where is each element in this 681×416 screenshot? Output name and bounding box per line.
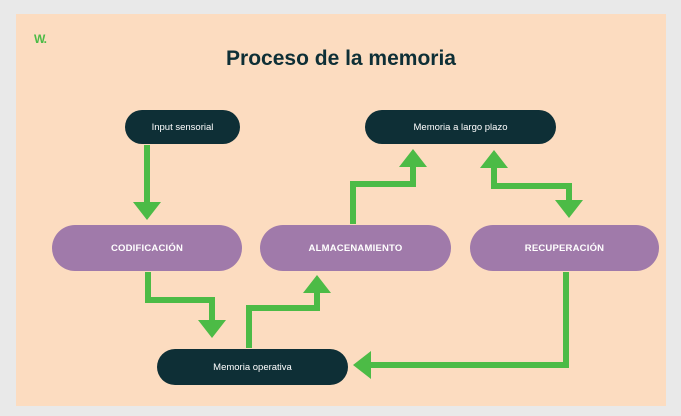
arrows-layer	[133, 145, 583, 379]
arrow-recuperacion-to-operativa	[368, 272, 569, 368]
arrow-operativa-to-almacenamiento	[246, 290, 320, 348]
node-input-sensorial: Input sensorial	[125, 110, 240, 144]
arrowhead-down-recuperacion	[555, 200, 583, 218]
node-recuperacion: RECUPERACIÓN	[470, 225, 659, 271]
node-memoria-operativa: Memoria operativa	[157, 349, 348, 385]
brand-logo: W.	[34, 32, 47, 46]
arrow-codificacion-to-operativa	[145, 272, 215, 322]
node-memoria-largo-plazo: Memoria a largo plazo	[365, 110, 556, 144]
diagram-title: Proceso de la memoria	[226, 47, 456, 70]
node-codificacion-label: CODIFICACIÓN	[110, 242, 184, 254]
node-memoria-largo-plazo-label: Memoria a largo plazo	[413, 121, 508, 133]
node-codificacion: CODIFICACIÓN	[52, 225, 242, 271]
node-almacenamiento: ALMACENAMIENTO	[260, 225, 451, 271]
node-recuperacion-label: RECUPERACIÓN	[524, 242, 605, 254]
node-input-sensorial-label: Input sensorial	[151, 121, 214, 133]
arrowhead-up-largo	[399, 149, 427, 167]
diagram-card: W. Proceso de la memoria	[16, 14, 666, 406]
node-memoria-operativa-label: Memoria operativa	[213, 361, 292, 373]
arrowhead-up-largo-from-recuperacion	[480, 150, 508, 168]
arrow-almacenamiento-to-largo	[350, 164, 416, 224]
node-almacenamiento-label: ALMACENAMIENTO	[308, 242, 403, 254]
arrow-largo-recuperacion	[491, 165, 572, 202]
arrowhead-down-codificacion	[133, 202, 161, 220]
arrowhead-down-operativa	[198, 320, 226, 338]
arrowhead-up-almacenamiento	[303, 275, 331, 293]
arrowhead-left-operativa	[353, 351, 371, 379]
